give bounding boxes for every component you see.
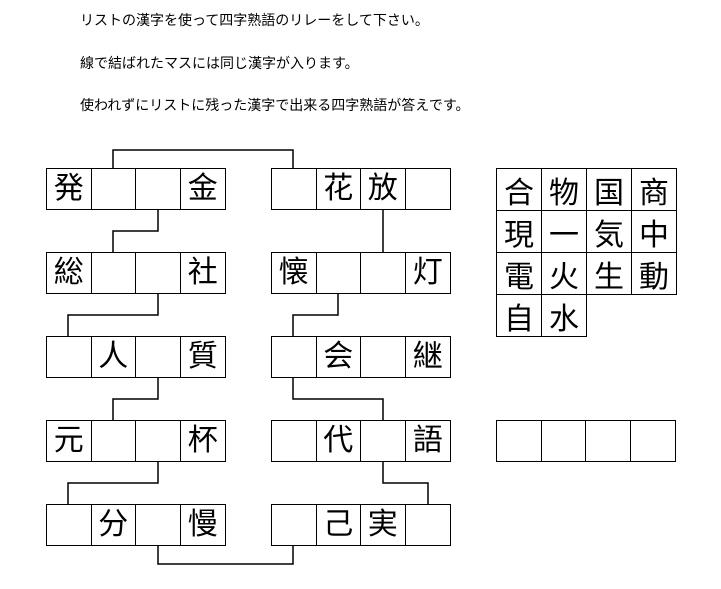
cell[interactable] [136, 505, 181, 545]
kanji-list-item[interactable]: 中 [631, 210, 677, 253]
cell[interactable]: 分 [92, 505, 136, 545]
link-l4-l5 [67, 462, 159, 504]
cell[interactable]: 花 [317, 169, 361, 209]
right-row-2: 懐 灯 [271, 252, 451, 294]
cell[interactable] [136, 337, 181, 377]
answer-row [496, 420, 676, 462]
kanji-list-item[interactable]: 電 [496, 252, 542, 295]
cell[interactable]: 慢 [187, 507, 218, 542]
cell[interactable] [272, 337, 317, 377]
kanji-list-item[interactable]: 国 [586, 168, 632, 211]
right-row-4: 代 語 [271, 420, 451, 462]
kanji-list: 合 物 国 商 現 一 気 中 電 火 生 動 自 水 [496, 168, 677, 337]
answer-cell[interactable] [497, 421, 542, 461]
kanji-list-item[interactable]: 水 [541, 294, 587, 337]
cell[interactable] [272, 169, 317, 209]
cell[interactable]: 放 [361, 169, 406, 209]
cell[interactable]: 実 [361, 505, 406, 545]
cell[interactable]: 継 [412, 339, 443, 374]
cell[interactable]: 質 [187, 339, 218, 374]
cell[interactable] [136, 253, 181, 293]
link-r2-r3 [292, 294, 339, 336]
cell[interactable] [92, 253, 136, 293]
kanji-list-item[interactable]: 動 [631, 252, 677, 295]
answer-cell[interactable] [586, 421, 631, 461]
cell[interactable]: 灯 [412, 255, 443, 290]
instruction-1: リストの漢字を使って四字熟語のリレーをして下さい。 [80, 13, 429, 29]
cell[interactable] [361, 253, 406, 293]
cell[interactable]: 己 [317, 505, 361, 545]
cell[interactable] [47, 337, 92, 377]
cell[interactable]: 金 [187, 171, 218, 206]
cell[interactable] [272, 505, 317, 545]
cell[interactable]: 総 [47, 253, 92, 293]
cell[interactable]: 人 [92, 337, 136, 377]
cell[interactable]: 杯 [187, 423, 218, 458]
kanji-list-item[interactable]: 生 [586, 252, 632, 295]
cell[interactable] [136, 169, 181, 209]
cell[interactable] [361, 337, 406, 377]
instruction-3: 使われずにリストに残った漢字で出来る四字熟語が答えです。 [80, 98, 470, 114]
link-l3-l4 [112, 378, 159, 420]
cell[interactable] [136, 421, 181, 461]
right-row-3: 会 継 [271, 336, 451, 378]
kanji-list-item[interactable]: 商 [631, 168, 677, 211]
cell[interactable]: 元 [47, 421, 92, 461]
cell[interactable]: 社 [187, 255, 218, 290]
right-row-5: 己 実 [271, 504, 451, 546]
kanji-list-item[interactable]: 火 [541, 252, 587, 295]
cell[interactable]: 代 [317, 421, 361, 461]
link-top [112, 149, 294, 168]
kanji-list-item[interactable]: 一 [541, 210, 587, 253]
kanji-list-item[interactable]: 物 [541, 168, 587, 211]
answer-cell[interactable] [631, 421, 675, 461]
cell[interactable]: 語 [412, 423, 443, 458]
cell[interactable] [406, 505, 450, 545]
kanji-list-item[interactable]: 合 [496, 168, 542, 211]
link-r4-r5 [382, 462, 429, 504]
cell[interactable] [47, 505, 92, 545]
answer-cell[interactable] [542, 421, 586, 461]
cell[interactable]: 懐 [272, 253, 317, 293]
left-row-3: 人 質 [46, 336, 226, 378]
cell[interactable] [361, 421, 406, 461]
right-row-1: 花 放 [271, 168, 451, 210]
link-l2-l3 [67, 294, 159, 336]
cell[interactable]: 会 [317, 337, 361, 377]
kanji-list-item[interactable]: 自 [496, 294, 542, 337]
link-l1-l2 [112, 210, 159, 252]
link-bottom [157, 546, 294, 565]
cell[interactable] [406, 169, 450, 209]
cell[interactable] [92, 421, 136, 461]
kanji-list-item[interactable]: 気 [586, 210, 632, 253]
cell[interactable] [317, 253, 361, 293]
cell[interactable] [272, 421, 317, 461]
kanji-list-item[interactable]: 現 [496, 210, 542, 253]
link-r3-r4 [292, 378, 384, 420]
cell[interactable]: 発 [47, 169, 92, 209]
instruction-2: 線で結ばれたマスには同じ漢字が入ります。 [80, 56, 359, 72]
cell[interactable] [92, 169, 136, 209]
left-row-2: 総 社 [46, 252, 226, 294]
left-row-4: 元 杯 [46, 420, 226, 462]
left-row-1: 発 金 [46, 168, 226, 210]
left-row-5: 分 慢 [46, 504, 226, 546]
